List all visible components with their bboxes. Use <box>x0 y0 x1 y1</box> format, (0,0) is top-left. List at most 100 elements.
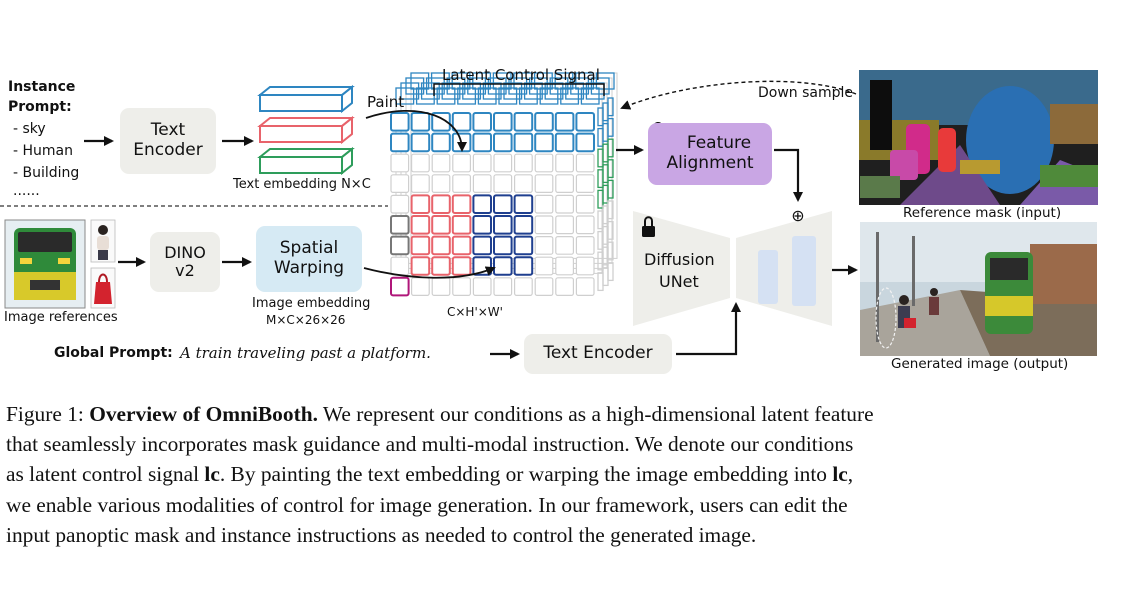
cube-front-cell <box>472 277 492 296</box>
dino-v2-box: DINO v2 <box>150 232 220 292</box>
arrow-alignment-to-plus <box>774 148 803 202</box>
warp-arrow <box>363 266 496 279</box>
cube-front-cell <box>410 215 431 235</box>
cube-top-cell <box>395 87 415 105</box>
cube-front-cell <box>534 194 554 214</box>
caption-line-2: that seamlessly incorporates mask guidan… <box>6 432 854 457</box>
cube-front-cell <box>575 132 596 153</box>
cube-front-cell <box>493 256 513 276</box>
cube-front-cell <box>472 215 492 235</box>
cube-front-cell <box>431 132 451 153</box>
cube-front-cell <box>575 174 595 194</box>
diffusion-unet-label-line2: UNet <box>659 272 699 291</box>
cube-front-cell <box>513 215 534 235</box>
generated-image-label: Generated image (output) <box>891 356 1069 372</box>
text-encoder-label-line1: Text <box>150 120 186 141</box>
cube-front-cell <box>513 277 533 296</box>
cube-top-cell <box>498 87 518 105</box>
cube-side-cell <box>607 220 614 240</box>
feature-alignment-label-line2: Alignment <box>666 153 754 173</box>
cube-front-cell <box>555 236 574 255</box>
cube-front-cell <box>493 112 513 132</box>
cube-top-cell <box>508 77 528 95</box>
cube-top-cell <box>462 82 482 100</box>
cube-front-cell <box>411 174 430 194</box>
dino-label-line1: DINO <box>164 242 206 262</box>
cube-top-cell <box>410 72 430 90</box>
cube-front-cell <box>390 112 410 132</box>
cube-front-cell <box>554 132 575 153</box>
cube-top-cell <box>420 82 440 100</box>
cube-top-cell <box>554 72 574 90</box>
cube-front-cell <box>410 256 431 276</box>
text-embedding-strips <box>257 84 355 176</box>
cube-front-cell <box>411 277 430 296</box>
cube-front-cell <box>575 215 595 235</box>
cube-front-cell <box>451 256 472 276</box>
feature-alignment-label-line1: Feature <box>686 133 752 154</box>
cube-front-cell <box>493 194 513 214</box>
cube-front-cell <box>451 235 472 256</box>
cube-front-cell <box>534 236 554 255</box>
cube-front-cell <box>554 112 575 132</box>
lock-icon <box>642 216 655 237</box>
instance-prompt-item: - sky <box>13 121 46 137</box>
generated-image <box>860 222 1097 356</box>
caption-line-3: as latent control signal lc. By painting… <box>6 459 1114 489</box>
caption-line-4: we enable various modalities of control … <box>6 492 848 517</box>
cube-front-cell <box>452 174 471 194</box>
cube-top-cell <box>533 72 553 90</box>
cube-front-cell <box>472 194 492 214</box>
cube-top-cell <box>472 72 492 90</box>
cube-front-cell <box>410 235 431 256</box>
cube-front-cell <box>410 194 431 214</box>
instance-prompt-item: - Human <box>13 143 73 159</box>
cube-front-cell <box>472 112 492 132</box>
cube-front-cell <box>534 153 554 173</box>
cube-front-cell <box>390 174 410 194</box>
feature-alignment-box: Feature Alignment <box>648 123 772 185</box>
cube-top-cell <box>405 77 425 95</box>
cube-front-cell <box>431 112 451 132</box>
cube-front-cell <box>534 256 554 276</box>
cube-side-cell <box>597 272 604 292</box>
paint-arrow <box>365 110 467 152</box>
cube-front-cell <box>472 174 492 194</box>
cube-top-cell <box>570 77 590 95</box>
instance-prompt-item: ...... <box>13 183 40 199</box>
cube-top-cell <box>467 77 487 95</box>
cube-front-cell <box>431 256 451 276</box>
caption-lc-term: lc <box>204 462 220 487</box>
paint-label: Paint <box>367 93 405 111</box>
cube-top-cell <box>436 87 456 105</box>
cube-side-cell <box>607 262 614 282</box>
cube-front-cell <box>431 215 451 235</box>
instance-prompt-title-line2: Prompt: <box>8 99 72 115</box>
diffusion-unet-label-line1: Diffusion <box>644 250 715 269</box>
cube-side-cell <box>607 159 614 179</box>
cube-front-cell <box>451 215 472 235</box>
spatial-warping-box: Spatial Warping <box>256 226 362 292</box>
down-sample-arrow <box>620 80 857 110</box>
cube-front-cell <box>575 236 595 255</box>
cube-front-cell <box>555 194 574 214</box>
cube-top-cell <box>400 82 420 100</box>
cube-front-cell <box>534 112 554 132</box>
cube-front-cell <box>411 153 430 173</box>
cube-front-cell <box>555 215 574 235</box>
spatial-warping-label-line2: Warping <box>273 258 345 278</box>
cube-dims-label: C×H'×W' <box>447 305 503 319</box>
cube-front-cell <box>410 112 431 132</box>
caption-line-5: input panoptic mask and instance instruc… <box>6 522 757 547</box>
cube-front-cell <box>513 174 533 194</box>
cube-front-cell <box>575 277 595 296</box>
cube-front-cell <box>390 215 410 235</box>
cube-side-cell <box>607 179 614 199</box>
cube-top-cell <box>482 82 502 100</box>
cube-front-cell <box>390 153 410 173</box>
cube-top-cell <box>549 77 569 95</box>
cube-side-cell <box>602 267 609 287</box>
caption-line3-c: , <box>847 462 854 487</box>
cube-side-cell <box>607 138 614 158</box>
cube-front-cell <box>451 194 472 214</box>
